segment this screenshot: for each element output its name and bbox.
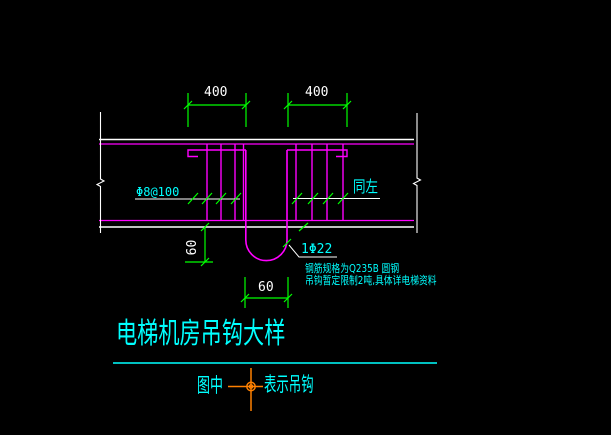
break-line-right	[412, 113, 422, 233]
stirrup-leader-right	[291, 192, 380, 205]
legend-prefix: 图中	[197, 373, 223, 397]
hook-position-marker-icon	[228, 368, 263, 411]
dim-hook-width-label: 60	[258, 280, 274, 295]
break-line-left	[95, 112, 106, 233]
note-load-limit: 吊钩暂定限制2吨,具体详电梯资料	[305, 274, 437, 287]
dim-400-left: 400	[204, 85, 228, 100]
hook-bar-spec-label: 1Φ22	[301, 242, 333, 257]
slab-outline	[99, 138, 414, 228]
stirrup-spec-label: Φ8@100	[136, 185, 180, 199]
rebar-group-left	[187, 144, 246, 221]
hook-bar-leader	[282, 238, 337, 258]
note-steel-grade: 钢筋规格为Q235B 圆钢	[305, 262, 400, 275]
dimension-hook-width	[240, 277, 293, 308]
stirrup-leader-left	[135, 192, 242, 205]
hook-u-bar	[245, 150, 288, 262]
dim-hook-depth-label: 60	[185, 239, 200, 256]
rebar-group-right	[287, 144, 348, 221]
dimension-top-right	[283, 93, 352, 127]
drawing-title: 电梯机房吊钩大样	[116, 316, 286, 350]
dim-400-right: 400	[305, 85, 329, 100]
slab-bottom-ticks	[298, 222, 309, 232]
dimension-top-left	[183, 93, 251, 127]
same-as-left-label: 同左	[353, 177, 378, 196]
legend-suffix: 表示吊钩	[264, 372, 314, 396]
slab-rebar-chords	[99, 143, 414, 222]
dimension-hook-depth	[185, 222, 213, 267]
